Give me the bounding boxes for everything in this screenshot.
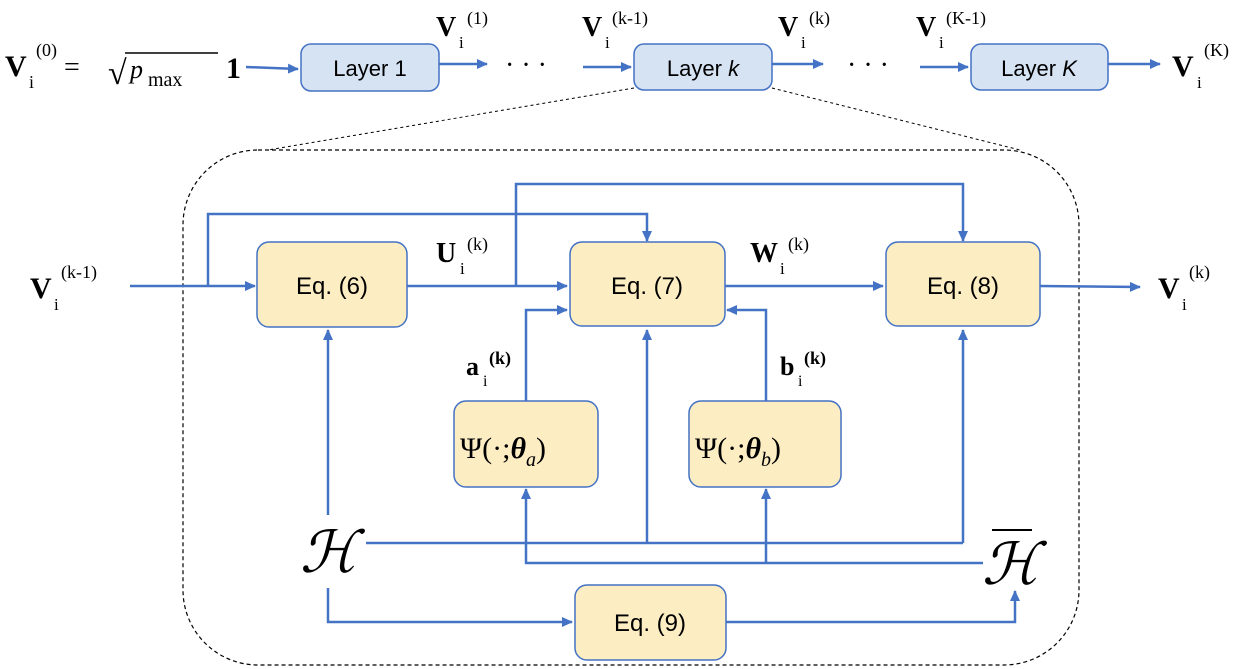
input-v-base: V <box>5 50 27 83</box>
w-sup: (k) <box>788 234 809 255</box>
arrow-eq9-to-hbar <box>726 590 1020 624</box>
arrow-eq8-out <box>1039 281 1141 292</box>
arrow-psi-a-to-eq7 <box>524 305 568 401</box>
eq8-box[interactable]: Eq. (8) <box>885 241 1041 327</box>
output-base: V <box>1158 272 1180 305</box>
input-p: p <box>128 55 143 84</box>
arrow-input-to-layer1 <box>245 63 299 74</box>
output-sub: i <box>1182 295 1187 314</box>
input-equals: = <box>64 52 80 83</box>
eq6-box[interactable]: Eq. (6) <box>256 241 408 328</box>
vK-base: V <box>1172 50 1194 83</box>
a-base: a <box>466 352 479 381</box>
label-vK-output: V i (K) <box>1172 40 1229 92</box>
label-v-Km1-top: V i (K-1) <box>916 8 986 52</box>
psi-a-box[interactable]: Ψ(·;θa) <box>453 400 599 488</box>
v1-sub: i <box>459 33 464 52</box>
vk-sup: (k) <box>809 8 830 29</box>
u-sup: (k) <box>467 234 488 255</box>
b-label: b i (k) <box>780 348 826 390</box>
eq9-label: Eq. (9) <box>614 610 686 637</box>
u-label: U i (k) <box>436 234 488 278</box>
w-label: W i (k) <box>750 234 809 278</box>
layer-K-label: Layer K <box>1001 56 1078 81</box>
u-sub: i <box>460 259 465 278</box>
arrow-u-to-eq8 <box>514 182 968 286</box>
ellipsis-1: · · · <box>505 50 547 81</box>
layer-1-label: Layer 1 <box>333 56 406 81</box>
w-base: W <box>750 238 778 269</box>
arrow-h-to-eq9 <box>326 588 573 627</box>
psi-b-label: Ψ(·;θb) <box>695 432 781 471</box>
detail-input-sub: i <box>54 295 59 314</box>
vkm1-base: V <box>582 12 602 43</box>
top-pipeline: V i (0) = √ p max 1 Layer 1 V i (1) · · … <box>5 8 1229 92</box>
eq6-label: Eq. (6) <box>296 273 368 300</box>
v1-base: V <box>436 12 456 43</box>
vk-base: V <box>778 12 798 43</box>
layer-K-box[interactable]: Layer K <box>970 43 1109 91</box>
h-bar-symbol: ℋ <box>982 529 1048 597</box>
input-sqrt: √ <box>108 55 127 92</box>
layer-k-label: Layer k <box>667 56 740 81</box>
label-vk-top: V i (k) <box>778 8 830 52</box>
h-symbol: ℋ <box>300 520 366 585</box>
input-v-sub: i <box>29 72 34 92</box>
detail-input-label: V i (k-1) <box>30 262 97 314</box>
arrow-psi-b-to-eq7 <box>726 305 768 401</box>
detail-input-sup: (k-1) <box>61 262 97 283</box>
b-sup: (k) <box>804 348 826 369</box>
zoom-line-left <box>267 87 635 151</box>
detail-input-base: V <box>30 272 52 305</box>
a-label: a i (k) <box>466 348 511 390</box>
psi-b-box[interactable]: Ψ(·;θb) <box>688 400 842 488</box>
u-base: U <box>436 238 456 269</box>
arrow-hbar-to-psi-a <box>521 488 983 565</box>
ellipsis-2: · · · <box>847 50 889 81</box>
vKm1-sub: i <box>939 33 944 52</box>
vKm1-sup: (K-1) <box>946 8 986 29</box>
input-one: 1 <box>226 52 241 85</box>
vK-sub: i <box>1197 73 1202 92</box>
psi-a-label: Ψ(·;θa) <box>460 432 546 471</box>
b-base: b <box>780 352 794 381</box>
vkm1-sub: i <box>605 33 610 52</box>
h-bar-glyph: ℋ <box>982 532 1048 597</box>
arrow-bypass-to-eq7 <box>206 212 652 286</box>
w-sub: i <box>780 259 785 278</box>
label-v-km1-top: V i (k-1) <box>582 8 648 52</box>
eq8-label: Eq. (8) <box>927 273 999 300</box>
vkm1-sup: (k-1) <box>612 8 648 29</box>
b-sub: i <box>798 373 803 390</box>
detail-connections <box>130 182 1141 627</box>
output-sup: (k) <box>1189 262 1210 283</box>
v1-sup: (1) <box>467 8 488 29</box>
input-p-sub: max <box>148 69 182 91</box>
label-v1: V i (1) <box>436 8 488 52</box>
zoom-line-right <box>771 87 1021 151</box>
layer-detail-outline <box>182 149 1080 666</box>
vk-sub: i <box>801 33 806 52</box>
vKm1-base: V <box>916 12 936 43</box>
layer-k-box[interactable]: Layer k <box>633 43 773 91</box>
vK-sup: (K) <box>1204 40 1229 61</box>
pipeline-input-label: V i (0) = √ p max 1 <box>5 40 241 92</box>
eq7-box[interactable]: Eq. (7) <box>569 241 726 327</box>
input-v-sup: (0) <box>36 40 57 61</box>
a-sub: i <box>483 373 488 390</box>
layer-1-box[interactable]: Layer 1 <box>300 43 440 92</box>
eq9-box[interactable]: Eq. (9) <box>574 584 727 661</box>
eq7-label: Eq. (7) <box>611 273 683 300</box>
output-label: V i (k) <box>1158 262 1210 314</box>
a-sup: (k) <box>489 348 511 369</box>
